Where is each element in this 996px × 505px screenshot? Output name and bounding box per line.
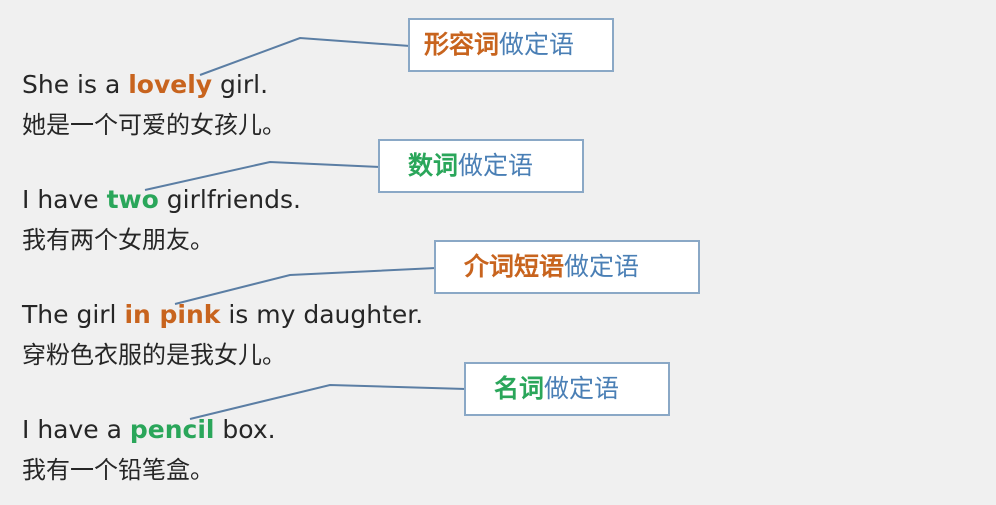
example-4-english: I have a pencil box. [22,415,276,445]
example-3-chinese: 穿粉色衣服的是我女儿。 [22,341,286,369]
tag-4-keyword: 名词 [494,374,545,403]
connector-line-3 [174,267,437,305]
tag-box-3: 介词短语做定语 [434,240,700,294]
tag-3-keyword: 介词短语 [464,252,565,281]
tag-box-1: 形容词做定语 [408,18,614,72]
tag-box-4: 名词做定语 [464,362,670,416]
tag-1-rest: 做定语 [499,30,575,59]
example-2-english: I have two girlfriends. [22,185,301,215]
example-3-english: The girl in pink is my daughter. [22,300,423,330]
example-2-chinese: 我有两个女朋友。 [22,226,214,254]
example-1-chinese: 她是一个可爱的女孩儿。 [22,111,286,139]
example-3-highlight: in pink [124,300,221,329]
tag-3-rest: 做定语 [564,252,640,281]
example-1-english: She is a lovely girl. [22,70,268,100]
example-4-chinese: 我有一个铅笔盒。 [22,456,214,484]
example-4-en-after: box. [214,415,276,444]
connector-line-4 [189,383,467,420]
tag-1-keyword: 形容词 [424,30,500,59]
example-3-en-before: The girl [22,300,125,329]
tag-2-rest: 做定语 [458,151,534,180]
example-4-highlight: pencil [129,415,215,444]
example-1-en-after: girl. [212,70,269,99]
example-2-en-after: girlfriends. [158,185,301,214]
example-1-en-before: She is a [22,70,129,99]
tag-4-rest: 做定语 [544,374,620,403]
example-3-en-after: is my daughter. [220,300,424,329]
tag-box-2: 数词做定语 [378,139,584,193]
example-1-highlight: lovely [128,70,213,99]
example-2-en-before: I have [22,185,107,214]
tag-2-keyword: 数词 [408,151,459,180]
example-2-highlight: two [106,185,159,214]
example-4-en-before: I have a [22,415,130,444]
